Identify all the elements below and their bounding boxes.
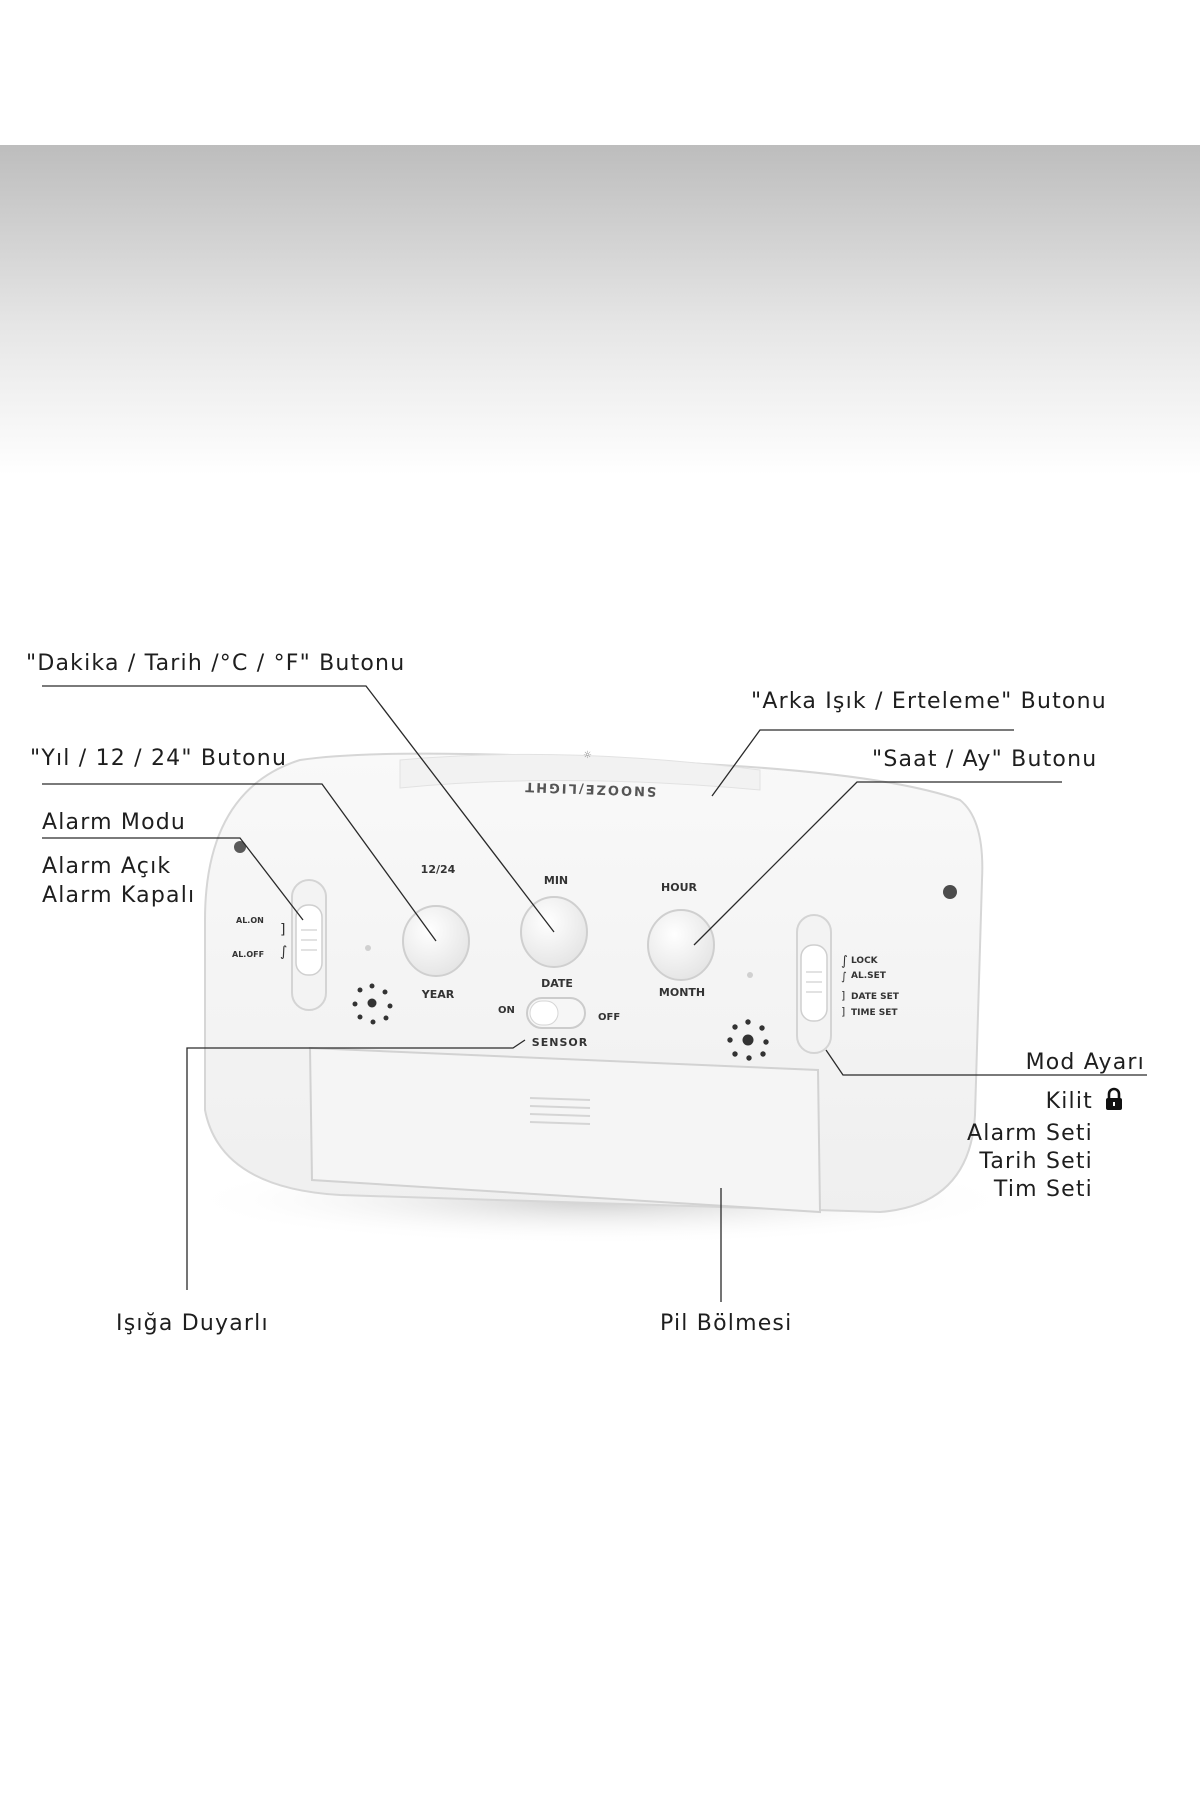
leader-year-button	[42, 783, 437, 942]
light-sensor-label: Işığa Duyarlı	[116, 1311, 269, 1336]
year-12-24-button-label: "Yıl / 12 / 24" Butonu	[30, 746, 288, 771]
battery-compartment-label: Pil Bölmesi	[660, 1311, 793, 1336]
indicator-dot	[747, 972, 753, 978]
al-off-label: AL.OFF	[232, 950, 264, 959]
leader-alarm-mode	[42, 837, 304, 921]
left-speaker-grille	[352, 983, 393, 1025]
btn-12-24-bottom-label: YEAR	[421, 988, 455, 1001]
alarm-on-label: Alarm Açık	[42, 854, 172, 879]
leader-mode-switch	[825, 1049, 1147, 1076]
mode-bracket-3: ]	[841, 989, 845, 1002]
btn-hour-bottom-label: MONTH	[659, 986, 705, 999]
leader-backlight-button	[711, 729, 1014, 797]
left-hole	[234, 841, 246, 853]
al-on-label: AL.ON	[236, 916, 264, 925]
mode-time-set-label: TIME SET	[851, 1008, 898, 1018]
snooze-star: ☼	[583, 750, 592, 761]
leader-minute-button	[42, 685, 555, 933]
al-on-bracket: ]	[280, 922, 285, 938]
btn-12-24-top-label: 12/24	[421, 863, 456, 876]
right-hole	[943, 885, 957, 899]
mode-setting-label: Mod Ayarı	[1025, 1050, 1145, 1075]
btn-min-top-label: MIN	[544, 874, 568, 887]
right-speaker-grille	[727, 1019, 769, 1061]
al-off-bracket: ∫	[280, 944, 287, 960]
sensor-label: SENSOR	[532, 1036, 588, 1049]
backlight-snooze-button-label: "Arka Işık / Erteleme" Butonu	[751, 689, 1107, 714]
svg-text:SNOOZE/LIGHT: SNOOZE/LIGHT	[523, 779, 656, 799]
mode-date-set-label: DATE SET	[851, 992, 900, 1002]
mode-switch[interactable]	[796, 914, 832, 1054]
mode-bracket-1: ∫	[841, 954, 848, 969]
alarm-off-label: Alarm Kapalı	[42, 883, 196, 908]
background-gradient	[0, 145, 1200, 475]
mode-al-set-label: AL.SET	[851, 971, 887, 981]
snooze-light-label: SNOOZE/LIGHT	[523, 779, 656, 799]
indicator-dot	[365, 945, 371, 951]
sensor-switch-knob	[529, 1000, 559, 1026]
lock-label: Kilit	[1045, 1089, 1093, 1114]
battery-cover[interactable]	[308, 1046, 822, 1214]
lock-row: Kilit	[1046, 1087, 1125, 1118]
mode-lock-label: LOCK	[851, 956, 879, 966]
btn-hour-top-label: HOUR	[661, 881, 697, 894]
leader-lines	[42, 685, 1147, 1302]
btn-min-bottom-label: DATE	[541, 977, 573, 990]
sensor-on-label: ON	[498, 1005, 515, 1016]
lock-icon	[1103, 1087, 1125, 1118]
hour-month-button[interactable]	[647, 909, 715, 981]
hour-month-button-label: "Saat / Ay" Butonu	[872, 747, 1098, 772]
alarm-switch[interactable]	[291, 879, 327, 1011]
time-set-label: Tim Seti	[993, 1177, 1093, 1202]
alarm-mode-label: Alarm Modu	[42, 810, 187, 835]
mode-bracket-4: ]	[841, 1005, 845, 1018]
mode-bracket-2: ∫	[841, 970, 847, 983]
alarm-set-label: Alarm Seti	[967, 1121, 1093, 1146]
minute-date-temp-button-label: "Dakika / Tarih /°C / °F" Butonu	[26, 651, 406, 676]
sensor-off-label: OFF	[598, 1012, 620, 1023]
date-set-label: Tarih Seti	[979, 1149, 1093, 1174]
leader-hour-button	[693, 781, 1062, 946]
leader-light-sensor	[186, 1039, 526, 1290]
